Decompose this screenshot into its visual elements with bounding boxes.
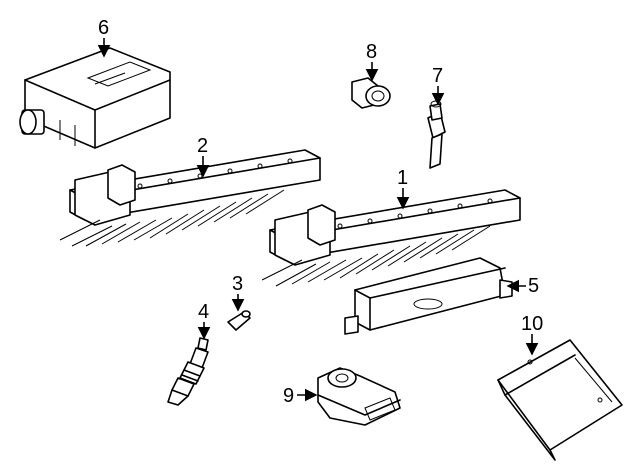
callout-7: 7 — [431, 65, 445, 106]
part-9-knock-sensor[interactable] — [317, 367, 401, 426]
callout-label-8: 8 — [366, 41, 377, 63]
callout-label-6: 6 — [98, 17, 109, 39]
callout-6: 6 — [97, 17, 111, 58]
callout-label-3: 3 — [232, 273, 243, 295]
callout-label-4: 4 — [198, 301, 209, 323]
callout-label-2: 2 — [197, 135, 208, 157]
callout-8: 8 — [365, 41, 379, 82]
part-6-control-module[interactable] — [19, 47, 171, 149]
part-1-coil-pack[interactable] — [261, 189, 521, 287]
callout-3: 3 — [231, 273, 245, 312]
callout-4: 4 — [197, 301, 211, 340]
callout-label-5: 5 — [528, 275, 539, 297]
callout-2: 2 — [196, 135, 210, 178]
part-10-module[interactable] — [497, 339, 623, 461]
callout-label-9: 9 — [283, 385, 294, 407]
callout-9: 9 — [283, 385, 318, 407]
callout-5: 5 — [506, 275, 539, 297]
part-8-sensor[interactable] — [351, 77, 391, 109]
callout-label-7: 7 — [432, 65, 443, 87]
callout-label-10: 10 — [521, 313, 543, 335]
callout-1: 1 — [396, 167, 410, 210]
part-5-cover[interactable] — [344, 257, 513, 335]
part-7-sensor-probe[interactable] — [427, 100, 446, 169]
callout-label-1: 1 — [397, 167, 408, 189]
callout-10: 10 — [521, 313, 543, 356]
part-3-connector[interactable] — [227, 310, 251, 331]
part-4-spark-plug[interactable] — [167, 337, 209, 406]
part-2-coil-pack[interactable] — [59, 149, 321, 247]
